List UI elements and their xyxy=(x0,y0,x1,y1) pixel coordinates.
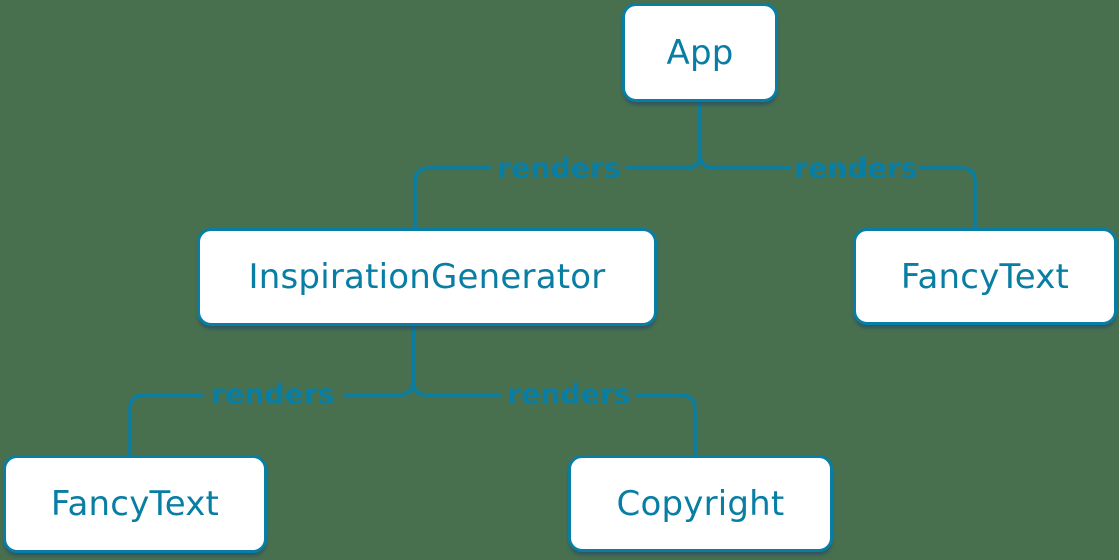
edge-label-renders-inspirationgenerator-copyright: renders xyxy=(507,377,631,411)
edge-app-to-fancytext xyxy=(698,99,977,232)
edge-label-renders-app-fancytext: renders xyxy=(794,151,918,185)
edge-inspirationgenerator-to-copyright xyxy=(411,323,697,459)
node-copyright: Copyright xyxy=(568,455,833,552)
node-app: App xyxy=(622,3,778,102)
node-fancy-text-bottom: FancyText xyxy=(3,455,267,553)
edge-label-renders-app-inspirationgenerator: renders xyxy=(497,151,621,185)
node-fancy-text-top: FancyText xyxy=(853,228,1117,325)
edge-label-renders-inspirationgenerator-fancytext: renders xyxy=(211,377,335,411)
node-inspiration-generator: InspirationGenerator xyxy=(197,228,657,326)
